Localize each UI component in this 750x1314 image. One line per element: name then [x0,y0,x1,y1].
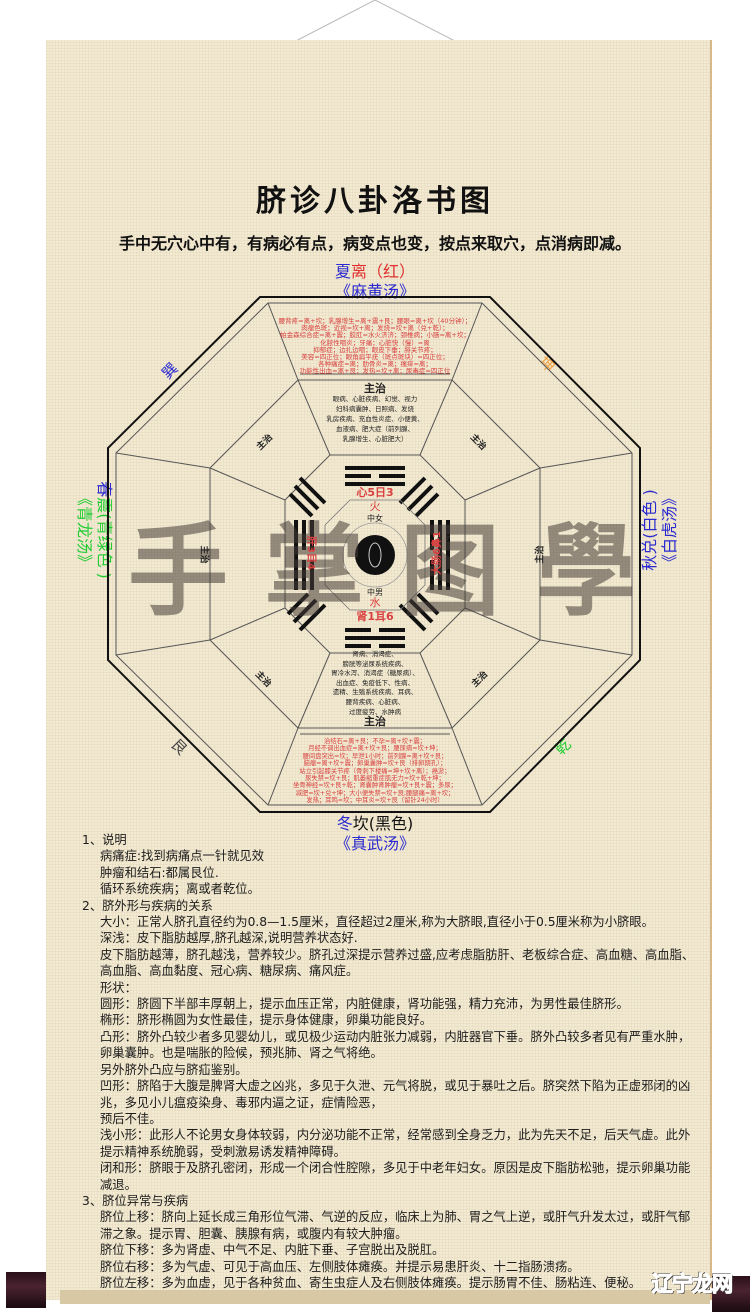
note-line: 椭形：脐形椭圆为女性最佳，提示身体健康，卵巢功能良好。 [100,1013,433,1028]
zone-line: 月经不调出血症=离+坎+艮；腰尿病=坎+坤； [308,745,442,753]
note-line: 凹形：脐陷于大腹是脾肾大虚之凶兆，多见于久泄、元气将脱，或见于暴吐之后。脐突然下… [100,1079,691,1110]
organ-right: 大肠6鼻1 [432,531,443,575]
zone-line: 肾病、消渴症、 [352,650,398,658]
note-line: 另外脐外凸应与脐疝鉴别。 [100,1062,248,1077]
scroll-roller-left [6,1272,46,1308]
scroll-roller-right [712,1276,750,1312]
page-title: 脐诊八卦洛书图 [256,184,494,219]
organ-left: 肝3目4 [305,536,316,570]
note-line: 皮下脂肪越薄，脐孔越浅，营养较少。脐孔过深提示营养过盛,应考虑脂肪肝、老板综合症… [100,947,695,979]
organ-top: 心5日3 [356,486,394,499]
person-top: 中女 [367,514,383,523]
note-line: 大小：正常人脐孔直径约为0.8—1.5厘米，直径超过2厘米,称为大脐眼,直径小于… [100,915,654,930]
person-bottom: 中男 [367,588,383,597]
note-line: 圆形：脐圆下半部丰厚朝上，提示血压正常，内脏健康，肾功能强，精力充沛，为男性最佳… [100,997,629,1012]
note-line: 预后不佳。 [100,1111,162,1126]
zhuzhi-label: 主治 [364,715,386,729]
zone-line: 化脓性咽炎；牙痛；心脏快（慢）=离 [320,338,430,347]
note-line: 肿瘤和结石:都属艮位. [100,865,219,880]
note-line: 浅小形：此形人不论男女身体较弱，内分泌功能不正常，经常感到全身乏力，此为先天不足… [100,1128,691,1159]
section-heading: 1、说明 [82,833,127,847]
season-winter: 冬 [336,814,353,833]
note-line: 深浅：皮下脂肪越厚,脐孔越深,说明营养状态好. [100,931,358,946]
zone-line: 乳腺增生、心脏肥大） [342,435,408,443]
zone-line: 遗精、生殖系统疾病、耳病、 [332,688,418,697]
zone-line: 腰背疾病、心脏病、 [345,697,405,706]
zhuzhi-left: 主治 [198,545,209,564]
zone-line: 乳房疾病、充血性炎症、小便黄、 [326,415,424,423]
zone-line: 出血症、免疫低下、性病、 [336,678,414,687]
zone-line: 肉瘤色斑；近视=坎+离；发烧=坎+离（兑+乾）； [301,324,449,333]
section-heading: 2、脐外形与疾病的关系 [82,898,213,913]
motto: 手中无穴心中有，有病必有点，病变点也变，按点来取穴，点消病即减。 [118,234,631,253]
zone-line: 血液病、肥大症（前列腺、 [336,425,414,433]
hanging-string [262,0,489,59]
zone-line: 眼病、心脏疾病、幻觉、视力 [332,395,418,403]
zone-line: 帕金森综合症=离+震；胶肛=水火济济；颈椎病；小肠=离+坎； [280,331,470,340]
zone-top-main: 主治 眼病、心脏疾病、幻觉、视力 妇科病囊肿、日照病、发烧 乳房疾病、充血性炎症… [300,382,450,444]
zone-line: 抑郁症；边扎边咽；眼皮下垂；腓关节疼； [313,345,437,354]
zone-bottom-red-text: 治结石=离+艮；不孕=离+坎+震； 月经不调出血症=离+坎+艮；腰尿病=坎+坤；… [268,738,482,805]
element-fire: 火 [369,500,381,513]
notes-text: 1、说明 病痛症:找到病痛点一针就见效 肿瘤和结石:都属艮位. 循环系统疾病；离… [82,832,702,1291]
zone-line: 美容=四正位；眼角扁平疣（斑点斑块）=四正位； [301,353,449,362]
calligraphy-watermark: 手掌图學 [128,512,672,630]
element-water: 水 [369,596,381,609]
trigram-li: 离（红） [351,262,416,281]
note-line: 循环系统疾病；离或者乾位。 [100,882,260,897]
zone-line: 腰背疼=离+坎；乳腺增生=离+震+艮；腰眼=离+坎（40分钟）； [278,317,472,325]
zone-line: 尿失禁=坎+艮；肌萎缩重症肌无力=坎+乾+坤； [305,775,445,783]
zhuzhi-label: 主治 [364,382,386,395]
zone-line: 发热；耳鸣=坎；中耳炎=坎+艮（留针24小时） [306,797,444,805]
note-line: 闭和形：脐眼于及脐孔密闭，形成一个闭合性腔隙，多见于中老年妇女。原因是皮下脂肪松… [100,1161,691,1192]
zone-line: 功能性出血=离+艮；发热=坎+离；尿毒症=四正位 [299,367,451,376]
note-line: 脐位下移：多为肾虚、中气不足、内脏下垂、子宫脱出及脱肛。 [100,1243,445,1258]
season-summer: 夏 [334,262,351,281]
scroll-bottom-rod [60,1290,710,1304]
formula-zhenwu: 《真武汤》 [334,834,415,853]
zone-line: 脑瘤=离+坎+震；卵巢囊肿=坎+艮（排卵期孔）； [303,760,447,768]
note-line: 病痛症:找到病痛点一针就见效 [100,849,265,864]
section-heading: 3、脐位异常与疾病 [82,1193,189,1208]
organ-bottom: 肾1耳6 [356,610,394,623]
note-line: 形状： [100,980,137,995]
zone-line: 腰间盘突出=坎；早泄1小时；前列腺=离+坎+艮； [302,752,448,760]
zone-line: 过度疲劳、水肿病 [349,707,401,716]
zone-line: 妇科病囊肿、日照病、发烧 [336,405,414,413]
zone-line: 治结石=离+艮；不孕=离+坎+震； [324,738,426,745]
note-line: 脐位左移：多为血虚，见于各种贫血、寄生虫症人及右侧肢体瘫痪。提示肠胃不佳、肠粘连… [100,1275,642,1290]
zone-line: 胃冷水泻、消渴症（糖尿病）、 [331,669,419,678]
zone-line: 减肥=坎+兑+坤；大小便失禁=坎+艮;腰腿痛=离+坎； [295,789,455,797]
zone-line: 膀胱等泌尿系统疾病、 [342,659,408,668]
trigram-kan: 坎(黑色) [352,814,414,833]
zone-line: 坐骨神经=坎+艮+乾；肾囊肿肾肿瘤=坎+艮+震；多尿； [293,782,457,790]
note-line: 脐位上移：脐向上延长成三角形位气滞、气逆的反应，临床上为肺、胃之气上逆，或肝气升… [100,1210,691,1241]
site-watermark: 辽宁龙网 [652,1272,734,1297]
zone-line: 各种痛症=离；肋骨炎=离；瘙痒=离； [318,360,432,369]
zhuzhi-right: 主治 [535,545,546,564]
scroll-paper [46,40,712,1300]
zone-bottom-main: 肾病、消渴症、 膀胱等泌尿系统疾病、 胃冷水泻、消渴症（糖尿病）、 出血症、免疫… [300,650,450,727]
zone-line: 站立引起膝关节疼（骨刺下楼痛=坤+坎+离）；癌淤； [299,767,451,775]
note-line: 脐位右移：多为气虚、可见于高血压、左侧肢体瘫痪。并提示易患肝炎、十二指肠溃疡。 [100,1259,580,1274]
zone-top-red-text: 腰背疼=离+坎；乳腺增生=离+震+艮；腰眼=离+坎（40分钟）； 肉瘤色斑；近视… [268,317,482,376]
season-bottom: 冬坎(黑色) 《真武汤》 [290,814,460,854]
note-line: 凸形：脐外凸较少者多见婴幼儿，或见极少运动内脏张力减弱，内脏器官下垂。脐外凸较多… [100,1029,691,1061]
